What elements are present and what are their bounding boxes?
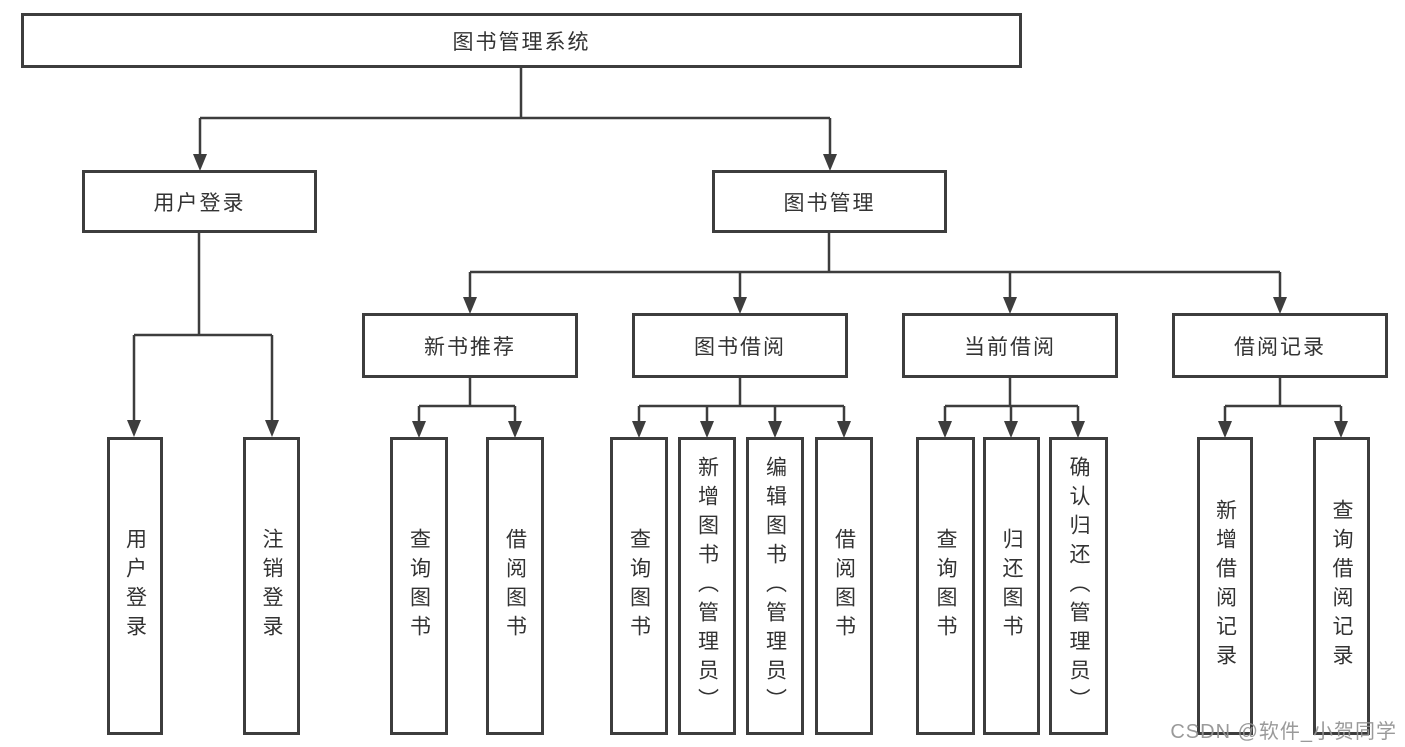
node-label: 图书管理系统: [452, 30, 591, 54]
node-current-borrowing: 当前借阅: [902, 313, 1118, 378]
node-label: 借阅图书: [832, 528, 856, 644]
node-label: 查询图书: [627, 528, 651, 644]
node-label: 当前借阅: [964, 335, 1056, 359]
node-new-book-recommendation: 新书推荐: [362, 313, 578, 378]
leaf-query-books-current: 查询图书: [916, 437, 975, 735]
node-label: 确认归还（管理员）: [1067, 455, 1090, 717]
node-book-management: 图书管理: [712, 170, 947, 233]
node-label: 用户登录: [123, 528, 147, 644]
node-label: 借阅图书: [503, 528, 527, 644]
leaf-user-login: 用户登录: [107, 437, 163, 735]
leaf-borrow-books: 借阅图书: [815, 437, 873, 735]
leaf-add-book-admin: 新增图书（管理员）: [678, 437, 736, 735]
csdn-watermark: CSDN @软件_小贺同学: [1170, 721, 1397, 743]
node-label: 新增借阅记录: [1213, 499, 1237, 673]
node-label: 编辑图书（管理员）: [763, 455, 787, 717]
node-label: 新书推荐: [424, 335, 516, 359]
node-borrowing-records: 借阅记录: [1172, 313, 1388, 378]
leaf-logout: 注销登录: [243, 437, 300, 735]
leaf-add-borrow-record: 新增借阅记录: [1197, 437, 1253, 735]
leaf-edit-book-admin: 编辑图书（管理员）: [746, 437, 804, 735]
node-label: 新增图书（管理员）: [695, 455, 719, 717]
node-user-login: 用户登录: [82, 170, 317, 233]
node-label: 归还图书: [1000, 528, 1023, 644]
leaf-return-books: 归还图书: [983, 437, 1040, 735]
node-label: 图书借阅: [694, 335, 786, 359]
node-label: 查询图书: [407, 528, 431, 644]
node-label: 借阅记录: [1234, 335, 1326, 359]
leaf-borrow-books-recommend: 借阅图书: [486, 437, 544, 735]
node-book-borrowing: 图书借阅: [632, 313, 848, 378]
leaf-query-books-borrow: 查询图书: [610, 437, 668, 735]
node-label: 注销登录: [260, 528, 283, 644]
leaf-query-books-recommend: 查询图书: [390, 437, 448, 735]
node-library-management-system: 图书管理系统: [21, 13, 1022, 68]
leaf-confirm-return-admin: 确认归还（管理员）: [1049, 437, 1108, 735]
leaf-query-borrow-record: 查询借阅记录: [1313, 437, 1370, 735]
node-label: 查询图书: [934, 528, 957, 644]
node-label: 查询借阅记录: [1330, 499, 1353, 673]
node-label: 图书管理: [783, 191, 876, 215]
node-label: 用户登录: [153, 191, 246, 215]
